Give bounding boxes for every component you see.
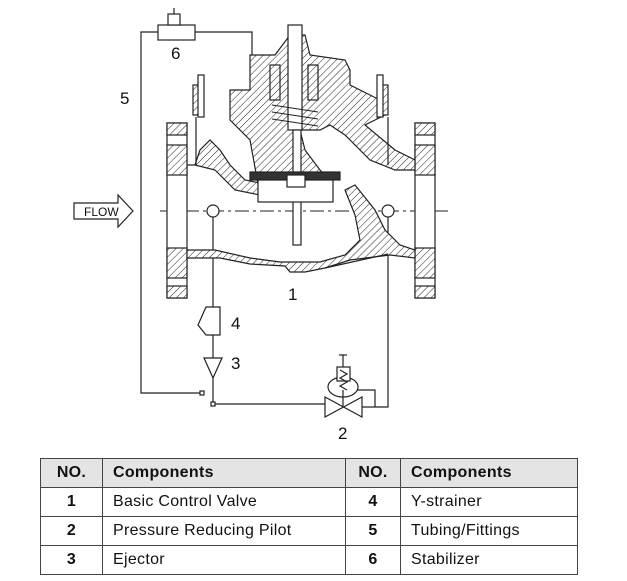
cell-component: Stabilizer (400, 545, 578, 575)
cell-no: 5 (345, 516, 401, 546)
cell-component: Y-strainer (400, 487, 578, 517)
inlet-port-icon (206, 204, 220, 218)
cell-component: Basic Control Valve (102, 487, 346, 517)
ejector-icon (203, 357, 223, 380)
pressure-reducing-pilot-icon (324, 354, 363, 419)
table-row: 3 Ejector 6 Stabilizer (40, 545, 578, 575)
flow-label: FLOW (84, 205, 119, 219)
outlet-port-icon (381, 204, 395, 218)
callout-1: 1 (288, 285, 297, 304)
valve-schematic: FLOW 1 2 3 4 5 6 (73, 8, 448, 443)
tubing-lines (140, 31, 389, 408)
callout-3: 3 (231, 354, 240, 373)
table-row: 1 Basic Control Valve 4 Y-strainer (40, 487, 578, 517)
table-header: NO. Components NO. Components (40, 458, 578, 488)
cell-no: 4 (345, 487, 401, 517)
table-row: 2 Pressure Reducing Pilot 5 Tubing/Fitti… (40, 516, 578, 546)
y-strainer-icon (197, 306, 221, 336)
callout-4: 4 (231, 314, 240, 333)
basic-control-valve-icon (166, 24, 436, 299)
cell-component: Pressure Reducing Pilot (102, 516, 346, 546)
callout-2: 2 (338, 424, 347, 443)
callout-5: 5 (120, 89, 129, 108)
cell-no: 2 (40, 516, 103, 546)
components-table: NO. Components NO. Components 1 Basic Co… (40, 458, 578, 575)
stabilizer-icon (157, 8, 196, 41)
cell-component: Tubing/Fittings (400, 516, 578, 546)
flow-arrow-icon (73, 193, 134, 229)
header-no: NO. (345, 458, 401, 488)
cell-component: Ejector (102, 545, 346, 575)
cell-no: 3 (40, 545, 103, 575)
header-components: Components (102, 458, 346, 488)
cell-no: 6 (345, 545, 401, 575)
cell-no: 1 (40, 487, 103, 517)
header-no: NO. (40, 458, 103, 488)
callout-6: 6 (171, 44, 180, 63)
header-components: Components (400, 458, 578, 488)
